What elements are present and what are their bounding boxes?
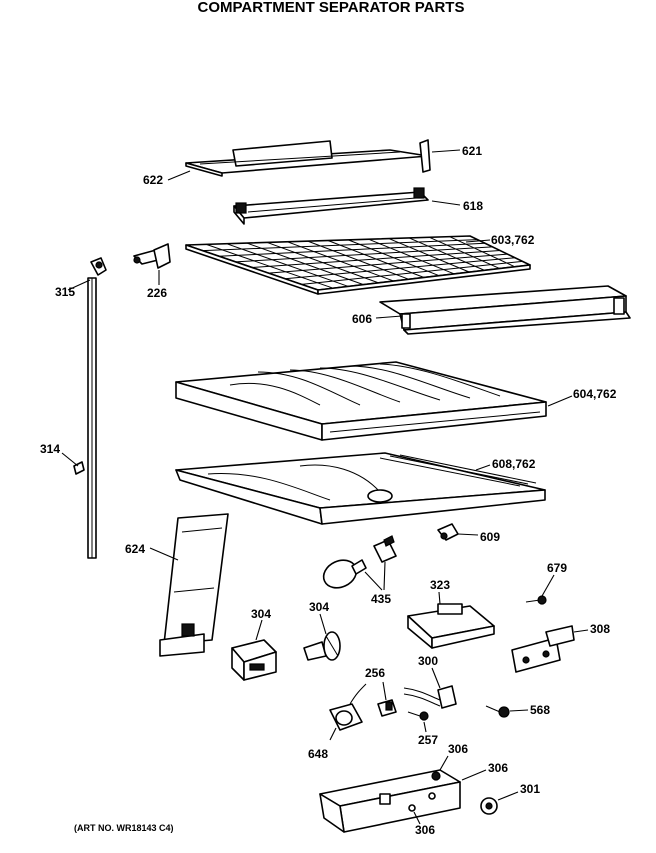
- shelf-wire: [202, 239, 478, 252]
- leader-622: [167, 170, 191, 181]
- shelf-wire: [235, 246, 493, 263]
- part-257-screw: [407, 711, 429, 721]
- leader-435: [364, 561, 386, 591]
- part-435-bulb: [322, 535, 397, 589]
- leader-606: [375, 315, 403, 319]
- part-604-separator: [175, 361, 547, 441]
- leader-679: [541, 574, 555, 597]
- callout-609: 609: [480, 530, 500, 544]
- leader-624: [149, 547, 179, 561]
- callout-306b: 306: [488, 761, 508, 775]
- callout-435: 435: [371, 592, 391, 606]
- callout-300: 300: [418, 654, 438, 668]
- shelf-wire: [301, 260, 523, 285]
- shelf-wire: [218, 242, 486, 257]
- leader-306a: [439, 755, 449, 771]
- part-306-bracket: [319, 769, 461, 833]
- part-256-switch: [377, 699, 397, 717]
- part-603-shelf: [185, 235, 531, 295]
- callout-606: 606: [352, 312, 372, 326]
- leader-314: [61, 452, 79, 467]
- leader-304a: [255, 619, 263, 641]
- leader-315: [67, 279, 91, 291]
- shelf-wire: [268, 253, 508, 274]
- callout-226: 226: [147, 286, 167, 300]
- leader-621: [431, 149, 461, 153]
- leader-308: [573, 629, 589, 633]
- leader-257: [423, 721, 427, 733]
- leader-301: [497, 791, 519, 801]
- callout-648: 648: [308, 747, 328, 761]
- part-618-rail: [233, 187, 429, 225]
- callout-314: 314: [40, 442, 60, 456]
- page-title: COMPARTMENT SEPARATOR PARTS: [198, 0, 465, 16]
- leader-306b: [461, 769, 487, 781]
- leader-608: [475, 464, 491, 471]
- part-323-housing: [407, 603, 495, 649]
- part-304-knob: [303, 631, 341, 661]
- leader-604: [547, 395, 573, 407]
- leader-300: [431, 667, 441, 689]
- leader-603: [465, 239, 491, 243]
- part-648-thermostat: [329, 683, 367, 731]
- part-315-rod: [87, 257, 107, 559]
- callout-618: 618: [463, 199, 483, 213]
- callout-679: 679: [547, 561, 567, 575]
- shelf-wire: [251, 250, 501, 268]
- leader-618: [431, 200, 461, 206]
- callout-608: 608,762: [492, 457, 536, 471]
- callout-304a: 304: [251, 607, 271, 621]
- part-609-clip: [437, 523, 459, 541]
- callout-622: 622: [143, 173, 163, 187]
- part-300-wire-harness: [403, 685, 457, 709]
- callout-621: 621: [462, 144, 482, 158]
- part-606-trim: [379, 285, 631, 335]
- leader-256: [382, 681, 387, 701]
- callout-604: 604,762: [573, 387, 617, 401]
- part-621-tube: [419, 139, 431, 173]
- callout-257: 257: [418, 733, 438, 747]
- leader-323: [438, 591, 441, 605]
- callout-256: 256: [365, 666, 385, 680]
- leader-568: [509, 709, 529, 712]
- part-226-bracket: [133, 243, 171, 269]
- callout-301: 301: [520, 782, 540, 796]
- leader-306c: [413, 811, 421, 825]
- leader-648: [329, 727, 337, 741]
- part-301-grommet: [480, 797, 498, 815]
- callout-304b: 304: [309, 600, 329, 614]
- callout-568: 568: [530, 703, 550, 717]
- part-679-screw: [525, 595, 547, 605]
- part-308-bracket: [511, 625, 575, 673]
- part-568-screw: [485, 705, 510, 718]
- part-622-cover: [185, 140, 429, 177]
- callout-315: 315: [55, 285, 75, 299]
- callout-308: 308: [590, 622, 610, 636]
- art-number: (ART NO. WR18143 C4): [74, 823, 174, 833]
- part-304-housing-left: [231, 639, 277, 681]
- leader-609: [457, 533, 479, 536]
- callout-624: 624: [125, 542, 145, 556]
- callout-603: 603,762: [491, 233, 535, 247]
- part-608-pan: [175, 452, 546, 525]
- callout-306c: 306: [415, 823, 435, 837]
- part-624-bracket: [159, 513, 229, 657]
- callout-306a: 306: [448, 742, 468, 756]
- callout-323: 323: [430, 578, 450, 592]
- shelf-wire: [284, 257, 516, 280]
- leader-304b: [319, 613, 327, 635]
